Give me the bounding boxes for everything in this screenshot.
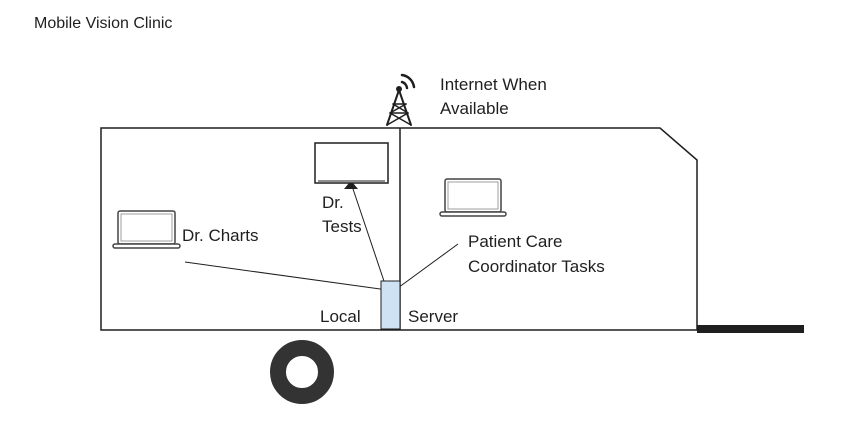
patient-care-label: Coordinator Tasks xyxy=(468,257,605,276)
trailer-body xyxy=(100,127,698,331)
patient-care-label: Patient Care xyxy=(468,232,563,251)
internet-label: Available xyxy=(440,99,509,118)
server-label: Server xyxy=(408,307,459,326)
dr-tests-label: Tests xyxy=(322,217,362,236)
wheel-icon xyxy=(270,340,334,404)
server-icon xyxy=(380,280,401,330)
laptop-icon xyxy=(439,178,507,217)
connector-monitor-server xyxy=(350,182,388,291)
trailer-hitch xyxy=(697,325,804,333)
monitor-icon xyxy=(314,142,389,189)
laptop-icon xyxy=(112,210,181,249)
internet-label: Internet When xyxy=(440,75,547,94)
dr-tests-label: Dr. xyxy=(322,193,344,212)
cell-tower-icon xyxy=(386,73,416,126)
connector-pcc-server xyxy=(390,243,459,294)
page-title: Mobile Vision Clinic xyxy=(34,15,173,32)
dr-charts-label: Dr. Charts xyxy=(182,226,259,245)
local-label: Local xyxy=(320,307,361,326)
connector-charts-server xyxy=(184,261,388,291)
